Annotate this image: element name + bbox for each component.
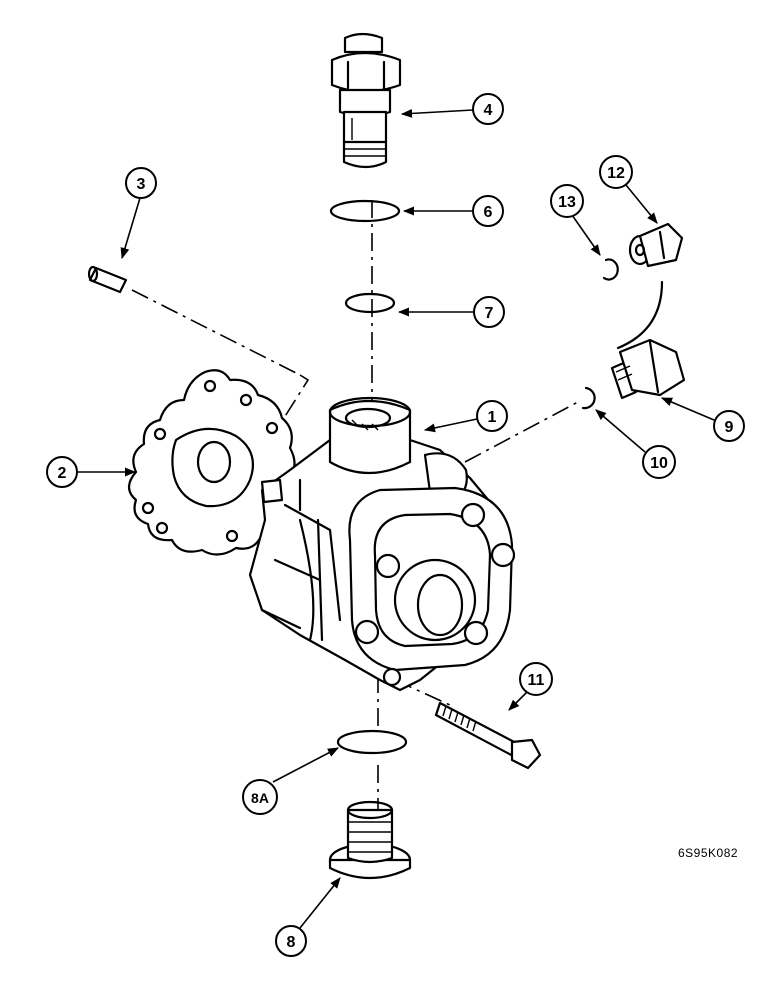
callout-4 [472, 93, 504, 125]
plug-8 [328, 800, 412, 880]
callout-9 [713, 410, 745, 442]
callout-8-label: 8 [287, 934, 296, 951]
callout-8a [242, 779, 278, 815]
callout-7-label: 7 [485, 305, 494, 322]
callout-6 [472, 195, 504, 227]
callout-1 [476, 400, 508, 432]
callout-11 [519, 662, 553, 696]
callout-12 [599, 155, 633, 189]
callout-2-label: 2 [58, 465, 67, 482]
callout-12-label: 12 [607, 165, 625, 182]
callout-1-label: 1 [488, 409, 497, 426]
callout-3 [125, 167, 157, 199]
figure-reference: 6S95K082 [678, 846, 738, 860]
o-ring-8a [336, 729, 408, 755]
o-ring-7 [344, 292, 396, 314]
callout-8a-label: 8A [251, 790, 269, 806]
callout-10-label: 10 [650, 455, 668, 472]
callout-11-label: 11 [528, 672, 545, 689]
callout-4-label: 4 [484, 102, 493, 119]
dowel-pin [87, 265, 128, 294]
callout-3-label: 3 [137, 176, 146, 193]
relief-valve-cartridge [330, 32, 402, 169]
callout-9-label: 9 [725, 419, 734, 436]
callout-7 [473, 296, 505, 328]
callout-10 [642, 445, 676, 479]
gasket [127, 369, 296, 556]
cap-screw-11 [434, 701, 542, 770]
pump-body [248, 396, 516, 692]
alternate-part-arc [616, 280, 664, 350]
callout-6-label: 6 [484, 204, 493, 221]
callouts: 1 2 3 4 6 7 8 8A 9 1 [46, 93, 745, 957]
cover-bolts [354, 502, 516, 687]
plug-9 [610, 338, 686, 400]
o-ring-6 [329, 199, 401, 223]
snap-ring-10 [581, 386, 596, 410]
callout-13 [550, 184, 584, 218]
callout-13-label: 13 [558, 194, 576, 211]
plug-12 [628, 222, 684, 268]
callout-2 [46, 456, 78, 488]
snap-ring-13 [602, 258, 619, 281]
callout-8 [275, 925, 307, 957]
